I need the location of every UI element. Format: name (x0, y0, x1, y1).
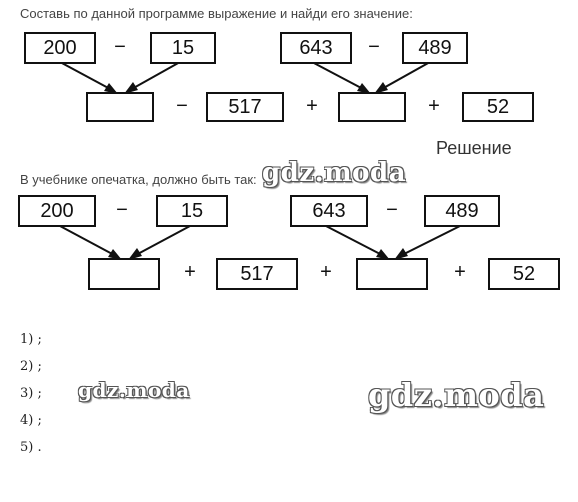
top-number-box-b: 15 (150, 32, 216, 64)
step-4: 4) ; (20, 413, 42, 428)
step-1: 1) ; (20, 332, 42, 347)
top-result-box-right (338, 92, 406, 122)
correction-note: В учебнике опечатка, должно быть так: (20, 172, 257, 187)
top-result-box-left (86, 92, 154, 122)
top-number-box-mid: 517 (206, 92, 284, 122)
bottom-number-box-d: 489 (424, 195, 500, 227)
bottom-operator-minus-2: − (386, 199, 398, 221)
step-2: 2) ; (20, 359, 42, 374)
top-operator-minus-2: − (368, 36, 380, 58)
bottom-number-box-c: 643 (290, 195, 368, 227)
watermark-logo: gdz.moda (262, 158, 407, 188)
solution-heading: Решение (436, 138, 512, 158)
bottom-operator-4: + (320, 261, 332, 283)
top-operator-3: − (176, 95, 188, 117)
bottom-number-box-mid: 517 (216, 258, 298, 290)
bottom-operator-3: + (184, 261, 196, 283)
watermark-logo: gdz.moda (368, 376, 545, 414)
top-number-box-c: 643 (280, 32, 352, 64)
solution-steps-list: 1) ; 2) ; 3) ; 4) ; 5) . (20, 330, 42, 465)
watermark-logo: gdz.moda (78, 378, 190, 402)
bottom-number-box-b: 15 (156, 195, 228, 227)
bottom-number-box-end: 52 (488, 258, 560, 290)
top-operator-4: + (306, 95, 318, 117)
top-operator-minus-1: − (114, 36, 126, 58)
bottom-operator-minus-1: − (116, 199, 128, 221)
top-operator-5: + (428, 95, 440, 117)
step-5: 5) . (20, 440, 42, 455)
top-number-box-d: 489 (402, 32, 468, 64)
bottom-number-box-a: 200 (18, 195, 96, 227)
step-3: 3) ; (20, 386, 42, 401)
bottom-result-box-left (88, 258, 160, 290)
task-instruction: Составь по данной программе выражение и … (20, 6, 413, 21)
bottom-result-box-right (356, 258, 428, 290)
top-number-box-end: 52 (462, 92, 534, 122)
top-number-box-a: 200 (24, 32, 96, 64)
bottom-operator-5: + (454, 261, 466, 283)
